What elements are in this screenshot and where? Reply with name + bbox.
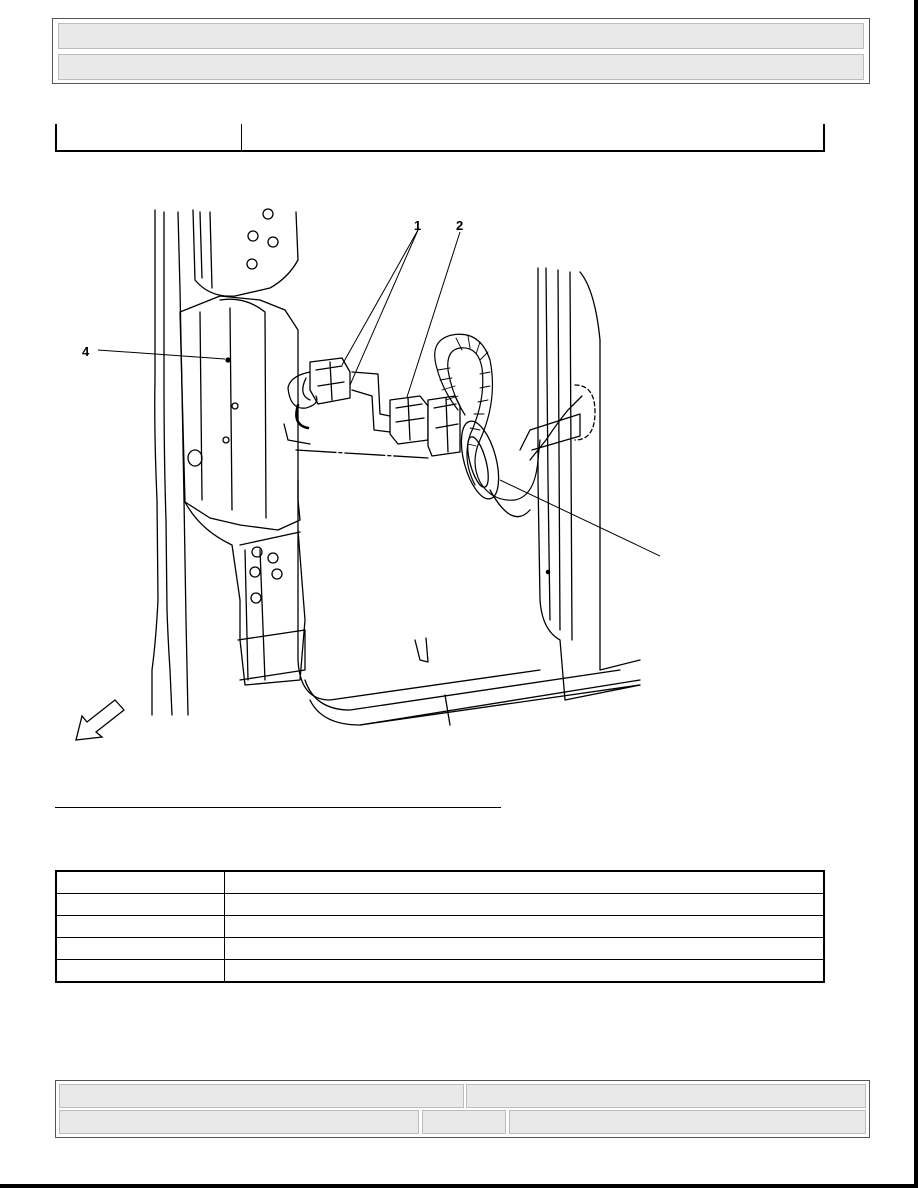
legend-value — [224, 870, 825, 894]
legend-value — [224, 937, 825, 960]
legend-value — [224, 915, 825, 938]
legend-key — [55, 937, 225, 960]
door-harness-illustration: 1 2 3 4 — [60, 200, 660, 760]
connector-2 — [427, 395, 461, 457]
legend-key — [55, 959, 225, 983]
mounting-holes — [187, 208, 283, 604]
legend-key — [55, 893, 225, 916]
legend-value — [224, 959, 825, 983]
illustration-svg: 1 2 3 4 — [75, 208, 660, 741]
lower-pillar-block — [184, 501, 306, 686]
page-footer — [55, 1080, 870, 1138]
harness-tape — [437, 335, 491, 447]
connector-1-left — [287, 357, 351, 430]
grommet-3 — [460, 420, 500, 500]
pillar-outer-edge — [151, 209, 159, 716]
pillar-inner-edge — [163, 211, 173, 716]
harness-loop — [434, 333, 541, 501]
door-opening — [297, 479, 541, 701]
info-table — [55, 124, 825, 152]
table-row — [55, 937, 825, 960]
footer-top-right — [466, 1084, 866, 1108]
legend-key — [55, 870, 225, 894]
footer-bottom-left — [59, 1110, 419, 1134]
door-access-hole — [574, 384, 596, 441]
footer-bottom-middle — [422, 1110, 506, 1134]
callout-leaders — [97, 229, 660, 557]
door-shell — [537, 267, 566, 701]
table-row — [55, 893, 825, 916]
callout-4: 4 — [82, 344, 90, 359]
legend-key — [55, 915, 225, 938]
figure-caption-rule — [55, 807, 501, 808]
page-header — [52, 18, 870, 84]
legend-table — [55, 870, 825, 983]
table-row — [55, 959, 825, 983]
front-direction-arrow-icon — [75, 699, 125, 741]
harness-to-door — [529, 395, 583, 461]
table-row — [55, 915, 825, 938]
callout-1: 1 — [414, 218, 421, 233]
connector-1-right — [351, 371, 429, 445]
footer-top-left — [59, 1084, 464, 1108]
table-row — [55, 870, 825, 894]
legend-value — [224, 893, 825, 916]
header-title — [58, 23, 864, 49]
callout-2: 2 — [456, 218, 463, 233]
upper-pillar-panel — [192, 209, 299, 297]
info-table-divider — [241, 124, 242, 150]
footer-bottom-right — [509, 1110, 866, 1134]
pillar-column — [179, 295, 301, 531]
header-subtitle — [58, 54, 864, 80]
